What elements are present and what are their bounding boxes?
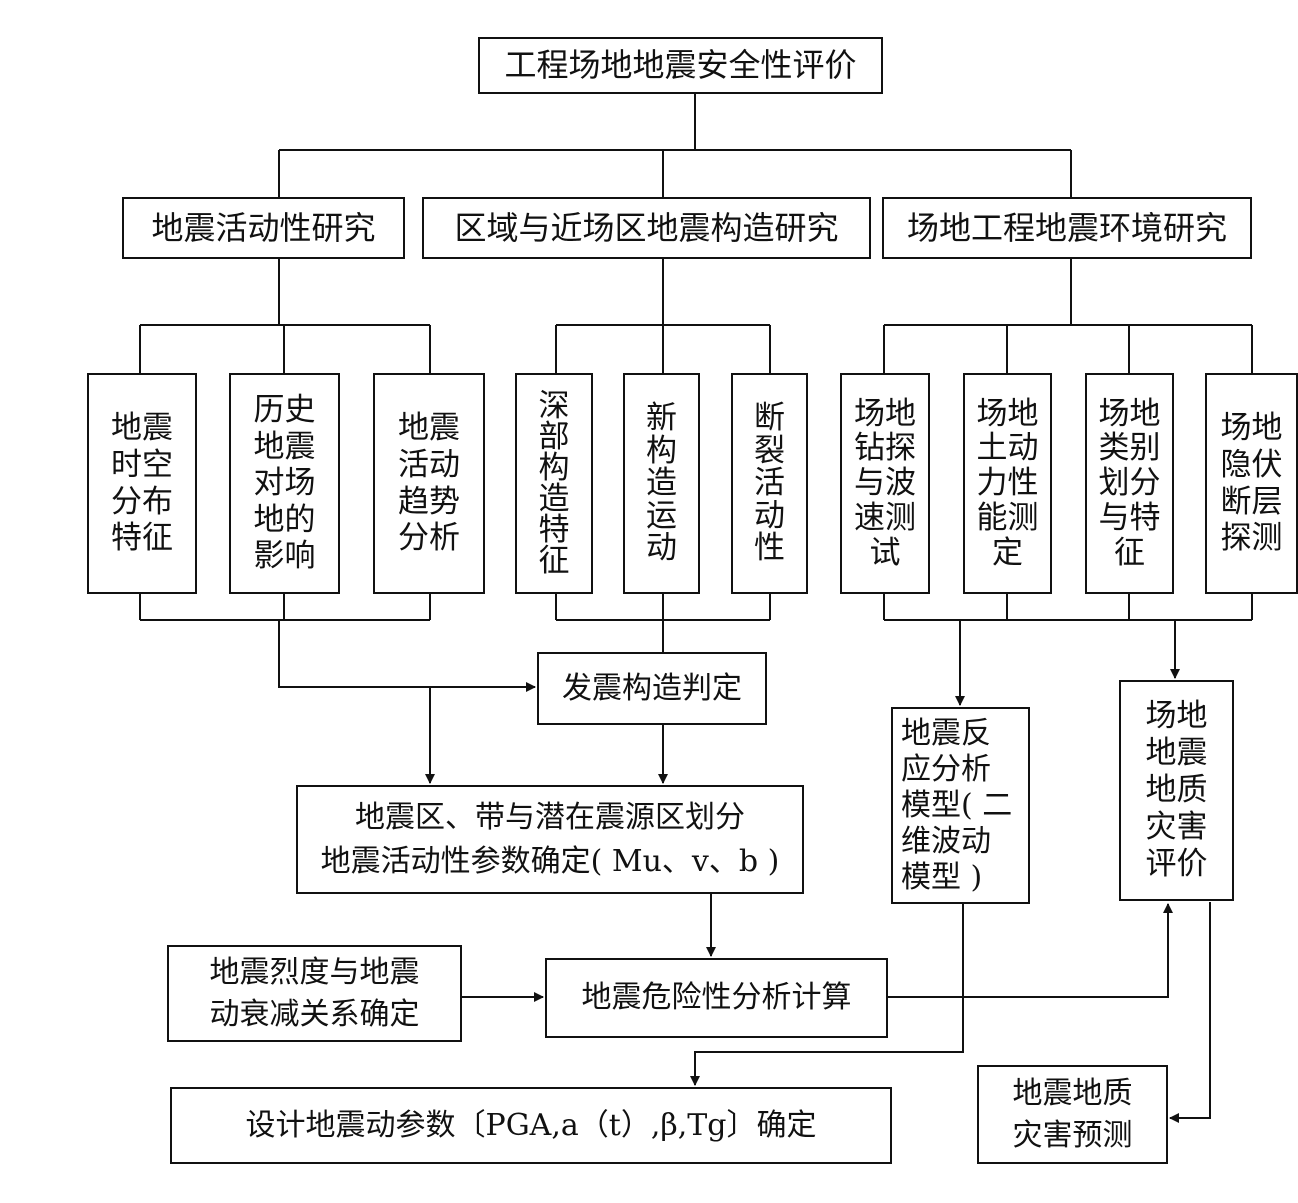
- label: 发震构造判定: [562, 670, 742, 706]
- label: 地震活动性研究: [151, 208, 376, 247]
- leaf-box-10: 场地 隐伏 断层 探测: [1205, 373, 1298, 594]
- tectonic-study-box: 区域与近场区地震构造研究: [422, 197, 871, 259]
- label: 断 裂 活 动 性: [754, 400, 785, 567]
- leaf-box-9: 场地 类别 划分 与特 征: [1085, 373, 1174, 594]
- geo-hazard-evaluation-box: 场地 地震 地质 灾害 评价: [1119, 680, 1234, 901]
- leaf-box-4: 深 部 构 造 特 征: [515, 373, 593, 594]
- geo-hazard-prediction-box: 地震地质 灾害预测: [977, 1065, 1168, 1164]
- label: 区域与近场区地震构造研究: [454, 208, 839, 247]
- intensity-attenuation-box: 地震烈度与地震 动衰减关系确定: [167, 945, 462, 1042]
- leaf-box-8: 场地 土动 力性 能测 定: [963, 373, 1052, 594]
- root-label: 工程场地地震安全性评价: [504, 46, 857, 85]
- label: 场地 类别 划分 与特 征: [1098, 395, 1161, 571]
- label: 场地 隐伏 断层 探测: [1220, 410, 1283, 557]
- leaf-box-3: 地震 活动 趋势 分析: [373, 373, 485, 594]
- label: 场地 钻探 与波 速测 试: [854, 395, 916, 571]
- root-box: 工程场地地震安全性评价: [478, 37, 883, 94]
- label: 地震烈度与地震 动衰减关系确定: [209, 954, 420, 1032]
- label: 地震 时空 分布 特征: [111, 410, 173, 557]
- label: 地震区、带与潜在震源区划分 地震活动性参数确定( Mu、v、b ): [320, 800, 780, 879]
- label: 新 构 造 运 动: [646, 400, 677, 567]
- label: 深 部 构 造 特 征: [538, 387, 570, 579]
- seismic-activity-box: 地震活动性研究: [122, 197, 405, 259]
- label: 场地工程地震环境研究: [906, 208, 1227, 247]
- leaf-box-7: 场地 钻探 与波 速测 试: [840, 373, 930, 594]
- zoning-box: 地震区、带与潜在震源区划分 地震活动性参数确定( Mu、v、b ): [296, 785, 804, 894]
- leaf-box-6: 断 裂 活 动 性: [731, 373, 808, 594]
- label: 设计地震动参数〔PGA,a（t）,β,Tg〕确定: [245, 1107, 817, 1143]
- leaf-box-1: 地震 时空 分布 特征: [87, 373, 197, 594]
- leaf-box-5: 新 构 造 运 动: [623, 373, 700, 594]
- site-environment-box: 场地工程地震环境研究: [882, 197, 1252, 259]
- label: 历史 地震 对场 地的 影响: [253, 392, 316, 575]
- response-model-box: 地震反 应分析 模型( 二 维波动 模型 ): [891, 707, 1030, 904]
- hazard-analysis-box: 地震危险性分析计算: [545, 958, 888, 1038]
- label: 地震地质 灾害预测: [1012, 1075, 1133, 1153]
- label: 地震危险性分析计算: [581, 980, 852, 1015]
- leaf-box-2: 历史 地震 对场 地的 影响: [229, 373, 340, 594]
- label: 场地 土动 力性 能测 定: [976, 395, 1039, 571]
- label: 场地 地震 地质 灾害 评价: [1145, 697, 1208, 883]
- label: 地震反 应分析 模型( 二 维波动 模型 ): [901, 715, 1013, 895]
- label: 地震 活动 趋势 分析: [398, 410, 460, 557]
- design-parameters-box: 设计地震动参数〔PGA,a（t）,β,Tg〕确定: [170, 1087, 892, 1164]
- seismogenic-structure-box: 发震构造判定: [537, 652, 767, 725]
